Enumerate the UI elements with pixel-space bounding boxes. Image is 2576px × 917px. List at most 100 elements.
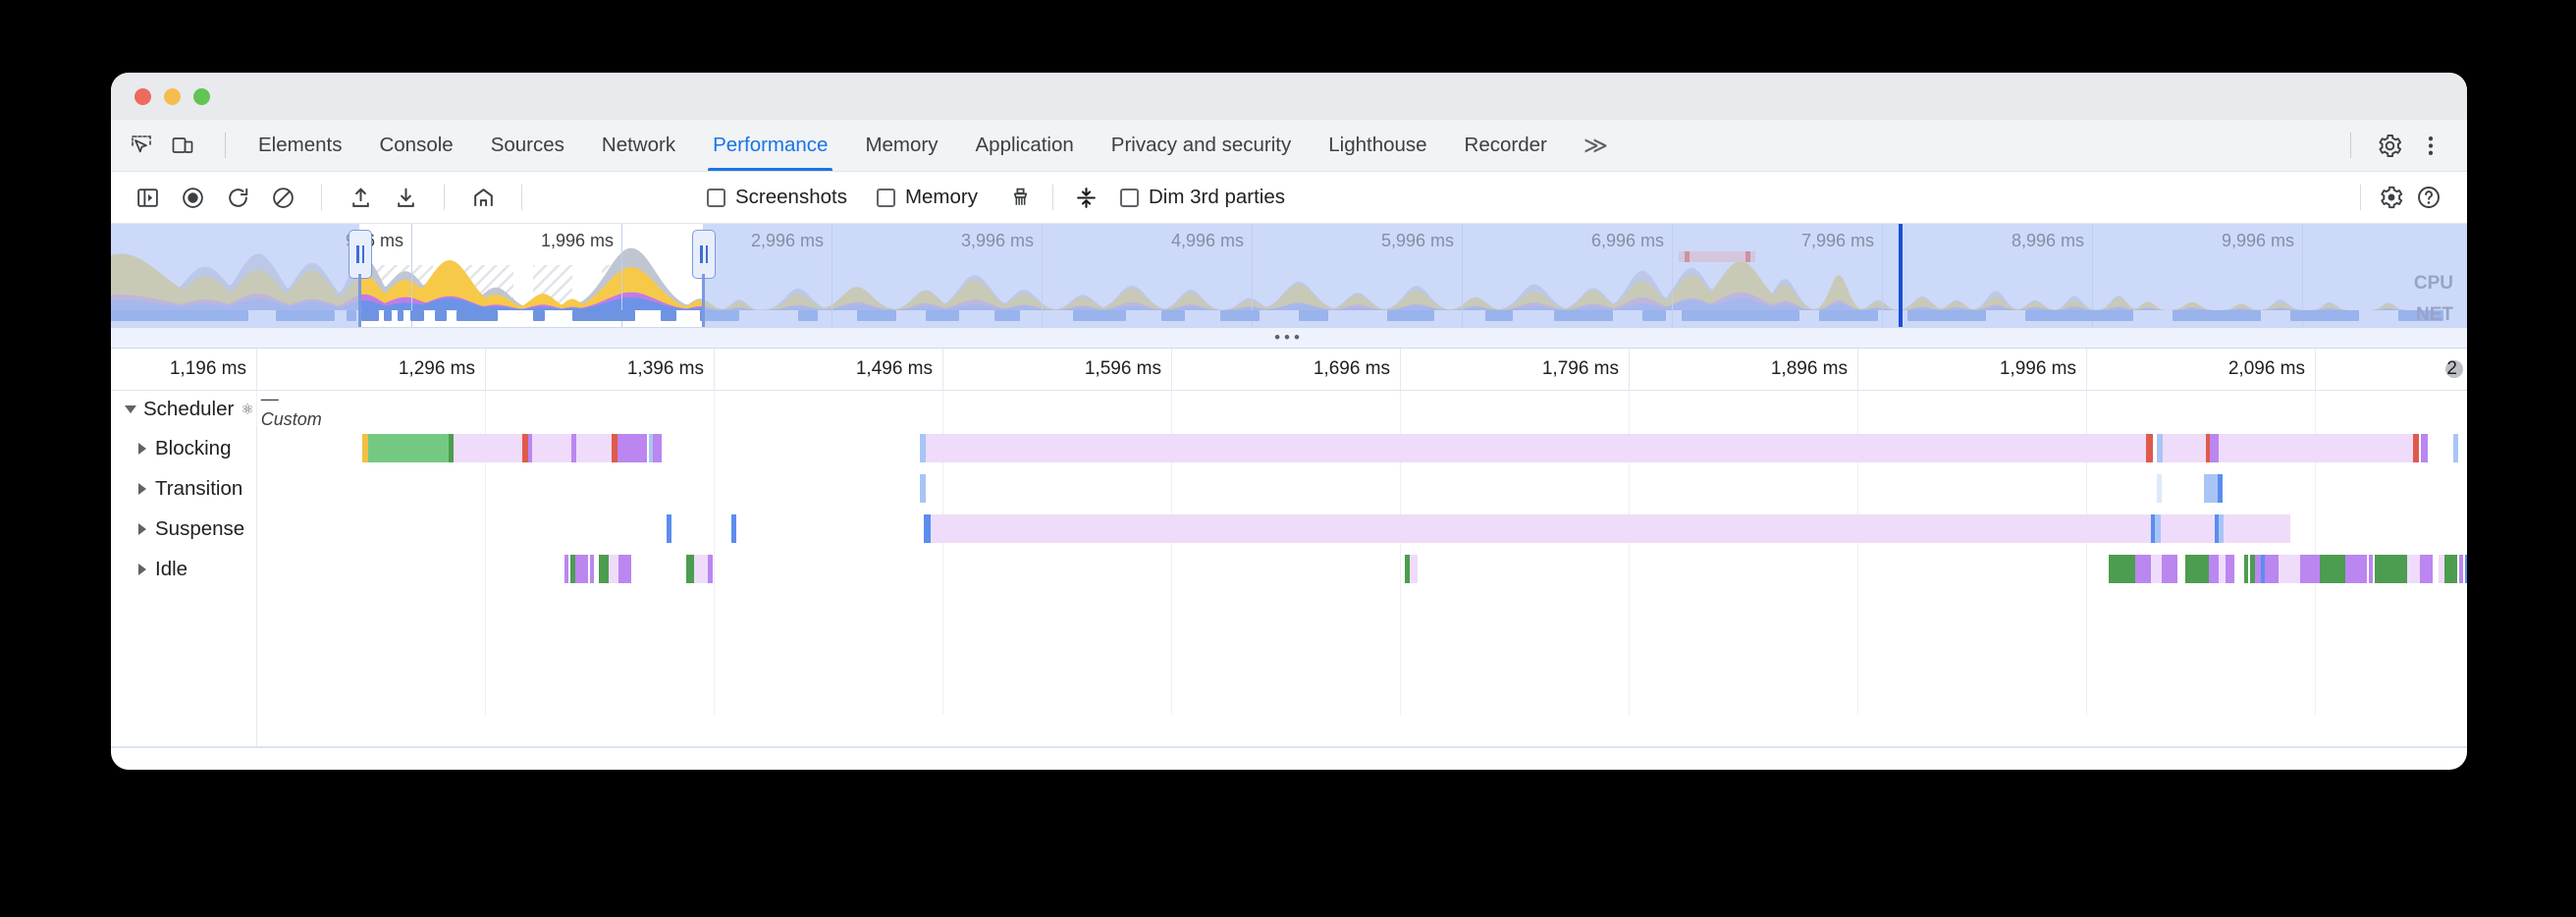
flame-event[interactable] bbox=[2320, 555, 2345, 583]
flame-event[interactable] bbox=[2226, 555, 2234, 583]
device-toggle-icon[interactable] bbox=[170, 133, 195, 158]
flame-event[interactable] bbox=[2219, 434, 2413, 462]
download-profile-icon[interactable] bbox=[387, 181, 424, 214]
screenshots-checkbox[interactable]: Screenshots bbox=[693, 186, 861, 209]
network-request-bar[interactable] bbox=[410, 310, 424, 321]
track-row-suspense[interactable]: Suspense bbox=[111, 509, 256, 549]
memory-checkbox[interactable]: Memory bbox=[863, 186, 992, 209]
flame-event[interactable] bbox=[2459, 555, 2463, 583]
flame-event[interactable] bbox=[2109, 555, 2135, 583]
flame-event[interactable] bbox=[623, 434, 647, 462]
tab-network[interactable]: Network bbox=[601, 134, 676, 156]
flame-event[interactable] bbox=[2157, 474, 2162, 503]
chevron-right-icon[interactable] bbox=[138, 563, 146, 575]
flame-event[interactable] bbox=[564, 555, 568, 583]
flame-event[interactable] bbox=[2369, 555, 2373, 583]
flame-event[interactable] bbox=[576, 434, 612, 462]
maximize-window-button[interactable] bbox=[193, 88, 210, 105]
flame-event[interactable] bbox=[528, 434, 532, 462]
capture-settings-gear-icon[interactable] bbox=[2373, 181, 2410, 214]
network-request-bar[interactable] bbox=[398, 310, 403, 321]
flame-event[interactable] bbox=[667, 514, 671, 543]
overview-dim-right[interactable] bbox=[703, 224, 2467, 327]
flame-event[interactable] bbox=[599, 555, 609, 583]
flame-event[interactable] bbox=[2135, 555, 2151, 583]
network-request-bar[interactable] bbox=[361, 310, 379, 321]
flame-event[interactable] bbox=[731, 514, 736, 543]
flame-event[interactable] bbox=[2375, 555, 2407, 583]
tab-elements[interactable]: Elements bbox=[258, 134, 343, 156]
flame-event[interactable] bbox=[920, 434, 926, 462]
flame-event[interactable] bbox=[2255, 555, 2261, 583]
flame-event[interactable] bbox=[590, 555, 594, 583]
tab-performance[interactable]: Performance bbox=[694, 120, 846, 171]
flame-event[interactable] bbox=[649, 434, 653, 462]
network-request-bar[interactable] bbox=[572, 310, 635, 321]
flame-event[interactable] bbox=[2345, 555, 2367, 583]
flame-event[interactable] bbox=[2420, 555, 2433, 583]
upload-profile-icon[interactable] bbox=[342, 181, 379, 214]
tab-console[interactable]: Console bbox=[379, 134, 454, 156]
settings-gear-icon[interactable] bbox=[2373, 129, 2406, 162]
record-icon[interactable] bbox=[174, 181, 211, 214]
flame-event[interactable] bbox=[2218, 474, 2223, 503]
flame-event[interactable] bbox=[1405, 555, 1410, 583]
track-row-blocking[interactable]: Blocking bbox=[111, 428, 256, 468]
flame-event[interactable] bbox=[2210, 434, 2219, 462]
overview-dim-left[interactable] bbox=[111, 224, 359, 327]
network-request-bar[interactable] bbox=[456, 310, 498, 321]
collapse-tracks-icon[interactable] bbox=[1067, 181, 1104, 214]
flame-event[interactable] bbox=[2407, 555, 2420, 583]
screenshots-checkbox-box[interactable] bbox=[707, 188, 725, 207]
flame-event[interactable] bbox=[2261, 555, 2265, 583]
flame-event[interactable] bbox=[2185, 555, 2209, 583]
event-lanes[interactable] bbox=[111, 428, 2467, 589]
flame-event[interactable] bbox=[2244, 555, 2248, 583]
flame-event[interactable] bbox=[618, 555, 631, 583]
help-question-icon[interactable] bbox=[2410, 181, 2447, 214]
chevron-right-icon[interactable] bbox=[138, 482, 146, 495]
flame-event[interactable] bbox=[924, 514, 931, 543]
tab-memory[interactable]: Memory bbox=[865, 134, 939, 156]
minimize-window-button[interactable] bbox=[164, 88, 181, 105]
flame-event[interactable] bbox=[2453, 434, 2458, 462]
flame-event[interactable] bbox=[2421, 434, 2428, 462]
flame-event[interactable] bbox=[920, 474, 926, 503]
flame-event[interactable] bbox=[612, 434, 617, 462]
clear-icon[interactable] bbox=[264, 181, 301, 214]
flame-event[interactable] bbox=[2279, 555, 2300, 583]
flame-event[interactable] bbox=[609, 555, 618, 583]
more-tabs-icon[interactable]: ≫ bbox=[1583, 132, 1608, 159]
track-row-idle[interactable]: Idle bbox=[111, 549, 256, 589]
flame-event[interactable] bbox=[926, 434, 2146, 462]
flame-event[interactable] bbox=[694, 555, 708, 583]
flame-event[interactable] bbox=[2155, 514, 2161, 543]
flame-event[interactable] bbox=[2439, 555, 2444, 583]
flame-event[interactable] bbox=[2163, 434, 2206, 462]
flame-event[interactable] bbox=[2151, 514, 2155, 543]
flame-event[interactable] bbox=[570, 555, 575, 583]
flame-event[interactable] bbox=[575, 555, 588, 583]
flame-event[interactable] bbox=[2219, 555, 2226, 583]
dim-3rd-parties-checkbox[interactable]: Dim 3rd parties bbox=[1106, 186, 1299, 209]
flame-event[interactable] bbox=[2204, 474, 2218, 503]
chevron-down-icon[interactable] bbox=[125, 405, 136, 413]
memory-checkbox-box[interactable] bbox=[876, 188, 895, 207]
overview-resizer[interactable]: ••• bbox=[111, 327, 2467, 349]
tab-recorder[interactable]: Recorder bbox=[1464, 134, 1547, 156]
garbage-collect-brush-icon[interactable] bbox=[1001, 181, 1039, 214]
flame-event[interactable] bbox=[931, 514, 2290, 543]
flame-event[interactable] bbox=[368, 434, 449, 462]
selection-handle-right[interactable] bbox=[692, 230, 716, 327]
flame-event[interactable] bbox=[571, 434, 576, 462]
flame-event[interactable] bbox=[708, 555, 713, 583]
flame-event[interactable] bbox=[686, 555, 694, 583]
flame-event[interactable] bbox=[2300, 555, 2320, 583]
flame-event[interactable] bbox=[2250, 555, 2255, 583]
flame-event[interactable] bbox=[653, 434, 662, 462]
flame-event[interactable] bbox=[2413, 434, 2419, 462]
more-options-icon[interactable] bbox=[2414, 129, 2447, 162]
network-request-bar[interactable] bbox=[533, 310, 545, 321]
horizontal-scrollbar-thumb[interactable] bbox=[2445, 360, 2463, 378]
